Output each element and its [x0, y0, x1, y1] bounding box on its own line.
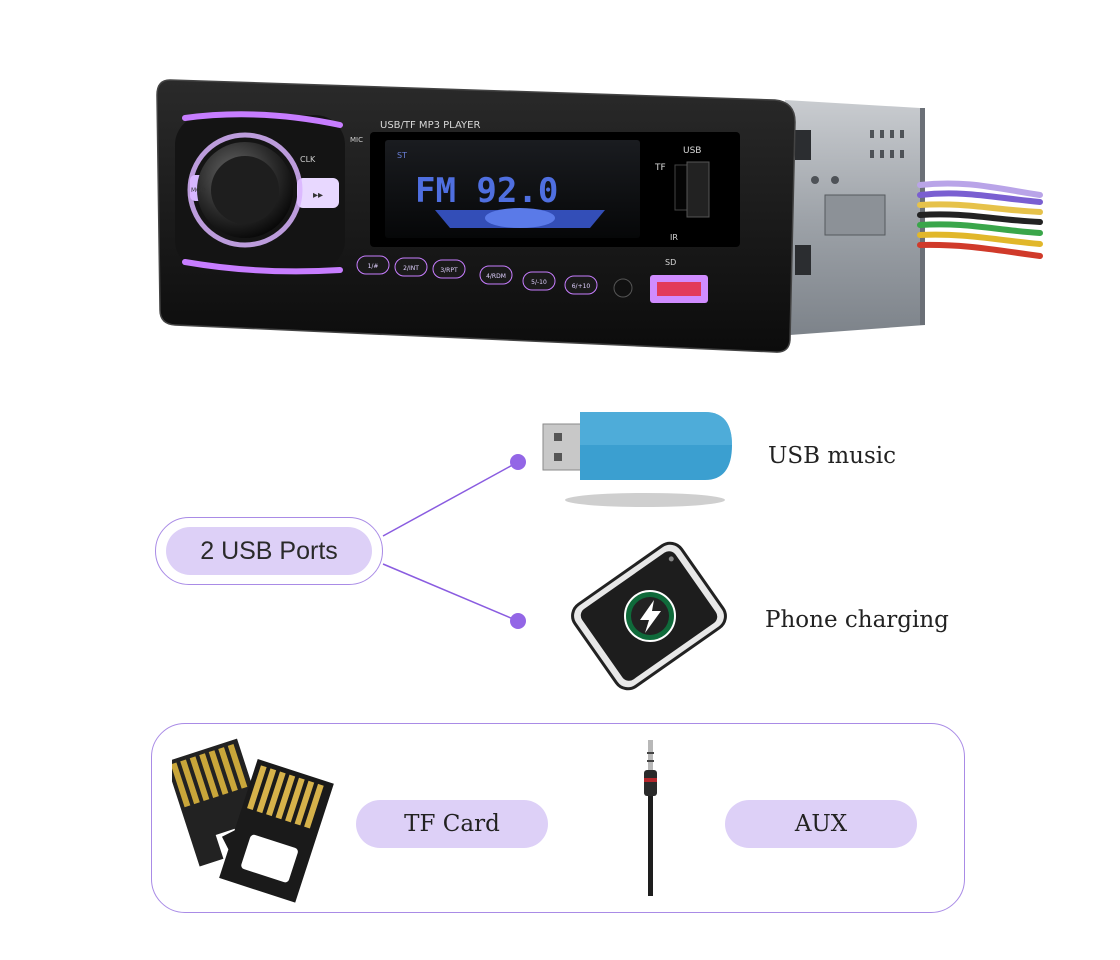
connector-dot-usb [510, 454, 526, 470]
phone-charging-icon [571, 541, 727, 691]
phone-charging-label: Phone charging [765, 607, 949, 633]
metal-chassis [785, 100, 925, 335]
usb-port-label: USB [683, 146, 701, 156]
preset-button-4[interactable]: 4/RDM [479, 265, 513, 285]
frequency-readout: FM 92.0 [415, 171, 558, 211]
preset-buttons: 1/# 2/INT 3/RPT 4/RDM 5/-10 6/+10 [356, 255, 633, 298]
usb-ports-label: 2 USB Ports [166, 527, 372, 575]
preset-button-1[interactable]: 1/# [356, 255, 390, 275]
connector-line-phone [382, 563, 519, 622]
tf-card-icon [172, 738, 334, 903]
ir-label: IR [670, 233, 678, 242]
usb-music-label: USB music [768, 443, 897, 469]
lcd-display: USB/TF MP3 PLAYER ST FM 92.0 [370, 120, 740, 247]
brand-label: USB/TF MP3 PLAYER [380, 120, 480, 131]
control-cluster: ▸▸ CLK MOD MIC [175, 111, 363, 275]
aux-jack[interactable] [613, 278, 633, 298]
preset-button-5[interactable]: 5/-10 [522, 271, 556, 291]
port-area: USB TF IR SD [650, 146, 710, 303]
svg-text:2/INT: 2/INT [403, 265, 419, 272]
aux-label: AUX [725, 800, 917, 848]
usb-port-top[interactable] [686, 161, 710, 218]
preset-button-2[interactable]: 2/INT [394, 257, 428, 277]
preset-button-3[interactable]: 3/RPT [432, 259, 466, 279]
svg-text:1/#: 1/# [368, 263, 379, 270]
svg-text:▸▸: ▸▸ [313, 190, 323, 201]
svg-text:4/RDM: 4/RDM [486, 273, 506, 280]
tf-card-label: TF Card [356, 800, 548, 848]
aux-cable-icon [644, 740, 657, 896]
mic-label: MIC [350, 136, 363, 144]
wire-harness [917, 180, 1043, 259]
sd-label: SD [665, 258, 676, 267]
connector-line-usb [382, 461, 519, 537]
next-button[interactable] [297, 178, 339, 208]
preset-button-6[interactable]: 6/+10 [564, 275, 598, 295]
clk-label: CLK [300, 155, 316, 164]
connector-dot-phone [510, 613, 526, 629]
svg-text:6/+10: 6/+10 [572, 283, 591, 290]
tf-slot-label: TF [654, 163, 666, 173]
svg-text:3/RPT: 3/RPT [440, 267, 458, 274]
tf-slot[interactable] [674, 164, 688, 211]
svg-text:5/-10: 5/-10 [531, 279, 547, 286]
stereo-indicator: ST [397, 151, 407, 160]
mod-label: MOD [191, 187, 206, 194]
car-radio-image: ▸▸ CLK MOD MIC USB/TF MP3 PLAYER ST FM 9… [156, 79, 1043, 353]
usb-stick-icon [542, 412, 732, 507]
